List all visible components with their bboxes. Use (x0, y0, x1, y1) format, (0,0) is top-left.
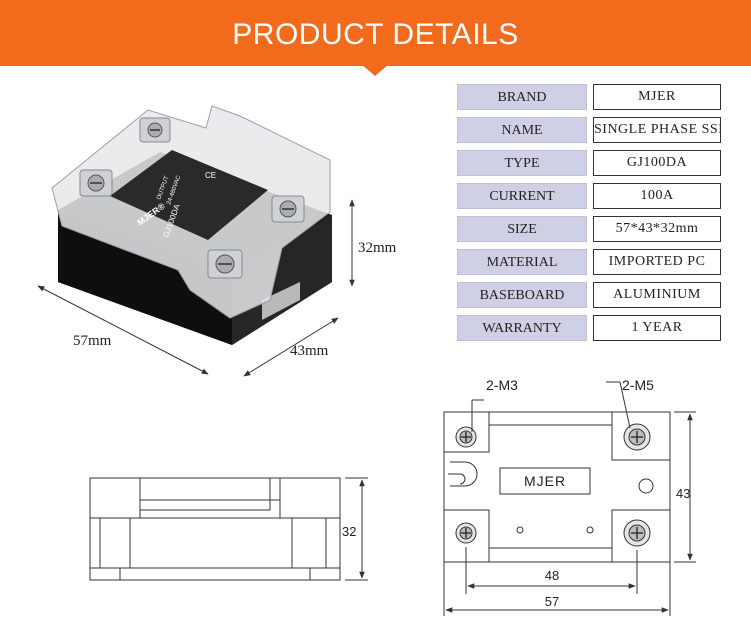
spec-label: WARRANTY (457, 315, 587, 341)
top-view-nameplate (499, 467, 591, 495)
spec-label: BRAND (457, 84, 587, 110)
header-banner (0, 0, 751, 66)
spec-value: IMPORTED PC (593, 249, 721, 275)
dim-length-label: 57mm (73, 333, 112, 349)
screw-m3-icon (455, 426, 477, 448)
screw-m3-label: 2-M3 (486, 377, 518, 393)
spec-value: 57*43*32mm (593, 216, 721, 242)
top-dim-spacing-label: 48 (545, 568, 559, 583)
spec-label: MATERIAL (457, 249, 587, 275)
page-title: PRODUCT DETAILS (232, 18, 519, 51)
screw-m3-icon (455, 522, 477, 544)
spec-value: GJ100DA (593, 150, 721, 176)
terminal-screw-icon (79, 169, 113, 197)
dim-height-label: 32mm (358, 240, 397, 256)
screw-m5-icon (623, 519, 651, 547)
photo-ce-label: CE (205, 171, 216, 180)
photo-dimensions (37, 199, 355, 377)
housing-side (232, 215, 332, 345)
banner-notch (361, 64, 389, 76)
terminal-screw-icon (271, 195, 305, 223)
side-view-outline (89, 477, 341, 581)
spec-label: CURRENT (457, 183, 587, 209)
spec-value: 100A (593, 183, 721, 209)
nameplate-label: MJER (524, 473, 566, 489)
spec-value: 1 YEAR (593, 315, 721, 341)
top-view-drawing (443, 411, 671, 563)
spec-label: BASEBOARD (457, 282, 587, 308)
spec-value: ALUMINIUM (593, 282, 721, 308)
dim-line-width (243, 317, 339, 377)
aluminium-base (262, 282, 300, 320)
spec-label: SIZE (457, 216, 587, 242)
terminal-screw-icon (139, 117, 171, 143)
top-view-dimensions (443, 411, 696, 616)
top-dim-height-label: 43 (676, 486, 690, 501)
spec-label: NAME (457, 117, 587, 143)
dim-line-length (37, 285, 209, 375)
spec-value: SINGLE PHASE SSR (593, 117, 721, 143)
side-view-drawing (89, 477, 368, 581)
label-panel (110, 150, 268, 240)
top-dim-length-label: 57 (545, 594, 559, 609)
spec-label: TYPE (457, 150, 587, 176)
dim-width-label: 43mm (290, 343, 329, 359)
leader-lines (471, 381, 631, 432)
terminal-screw-icon (207, 249, 243, 279)
top-view-outline (443, 411, 671, 563)
product-photo: MJER® GJ100DA OUTPUT 24-480VAC CE (51, 105, 332, 345)
screw-m5-icon (623, 423, 651, 451)
screw-m5-label: 2-M5 (622, 377, 654, 393)
side-dim-height-label: 32 (342, 524, 356, 539)
spec-value: MJER (593, 84, 721, 110)
